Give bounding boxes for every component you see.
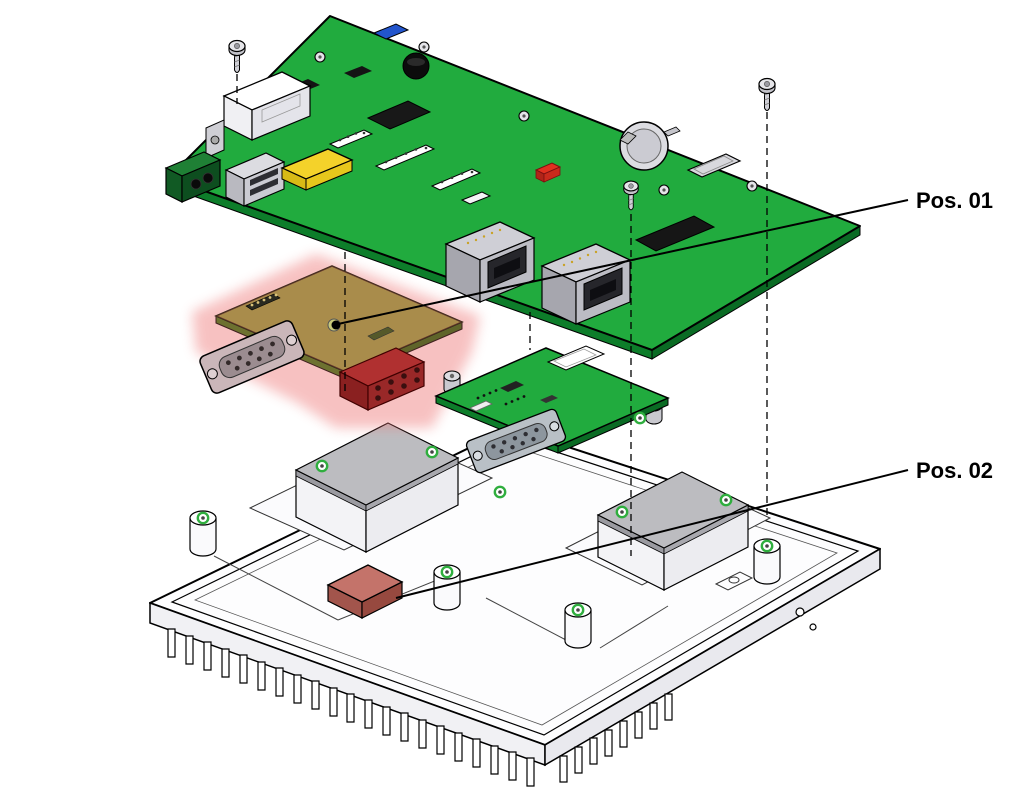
pin-header	[245, 293, 281, 311]
io-daughter-board	[434, 345, 670, 474]
callout-pos02: Pos. 02	[395, 458, 993, 599]
usb-connector	[224, 152, 286, 207]
callout-pos01: Pos. 01	[331, 188, 993, 330]
coin-battery	[619, 121, 681, 171]
terminal-block	[164, 151, 222, 203]
callout-anchor-dot	[331, 320, 341, 330]
io-component	[469, 400, 493, 412]
db9-connector	[199, 320, 305, 394]
thermal-pad-small	[326, 564, 404, 619]
pin-header-white	[328, 129, 492, 205]
io-pin-header	[476, 389, 526, 406]
power-connector	[205, 71, 312, 159]
callout-pos01-label: Pos. 01	[916, 188, 993, 213]
rj45-jack	[540, 243, 632, 325]
chassis-notch	[714, 571, 754, 591]
standoff-post	[433, 564, 461, 611]
blue-component	[372, 23, 410, 40]
cooling-fins	[167, 628, 673, 787]
io-chip	[500, 381, 524, 392]
mounting-screw	[758, 77, 776, 112]
callout-leader-line	[337, 199, 909, 325]
callout-leader-line	[395, 469, 909, 599]
boss-left	[248, 422, 494, 553]
mounting-screw	[228, 39, 246, 74]
chassis-top-face	[149, 427, 881, 746]
adapter-chip	[367, 326, 395, 341]
serial-adapter-board	[192, 254, 480, 428]
heatsink-chassis	[149, 422, 881, 787]
chassis-hole	[795, 607, 805, 617]
standoff-post	[189, 510, 217, 557]
red-led	[534, 162, 562, 183]
black-module	[634, 215, 716, 252]
processor-chip	[366, 100, 432, 130]
rj45-jack	[444, 221, 536, 303]
sd-card-slot	[686, 153, 742, 178]
io-chip	[540, 395, 558, 403]
standoff-post	[564, 602, 592, 649]
yellow-component	[280, 148, 354, 191]
standoff-post	[753, 538, 781, 585]
alignment-dashed-lines	[236, 74, 768, 556]
main-board	[164, 15, 861, 360]
red-pin-connector	[338, 347, 426, 411]
callout-pos02-label: Pos. 02	[916, 458, 993, 483]
chassis-right-wall	[544, 547, 881, 767]
thermal-pad-left	[294, 422, 460, 506]
chip	[344, 66, 372, 78]
chassis-hole	[809, 623, 817, 631]
db9-connector-io	[465, 408, 567, 474]
